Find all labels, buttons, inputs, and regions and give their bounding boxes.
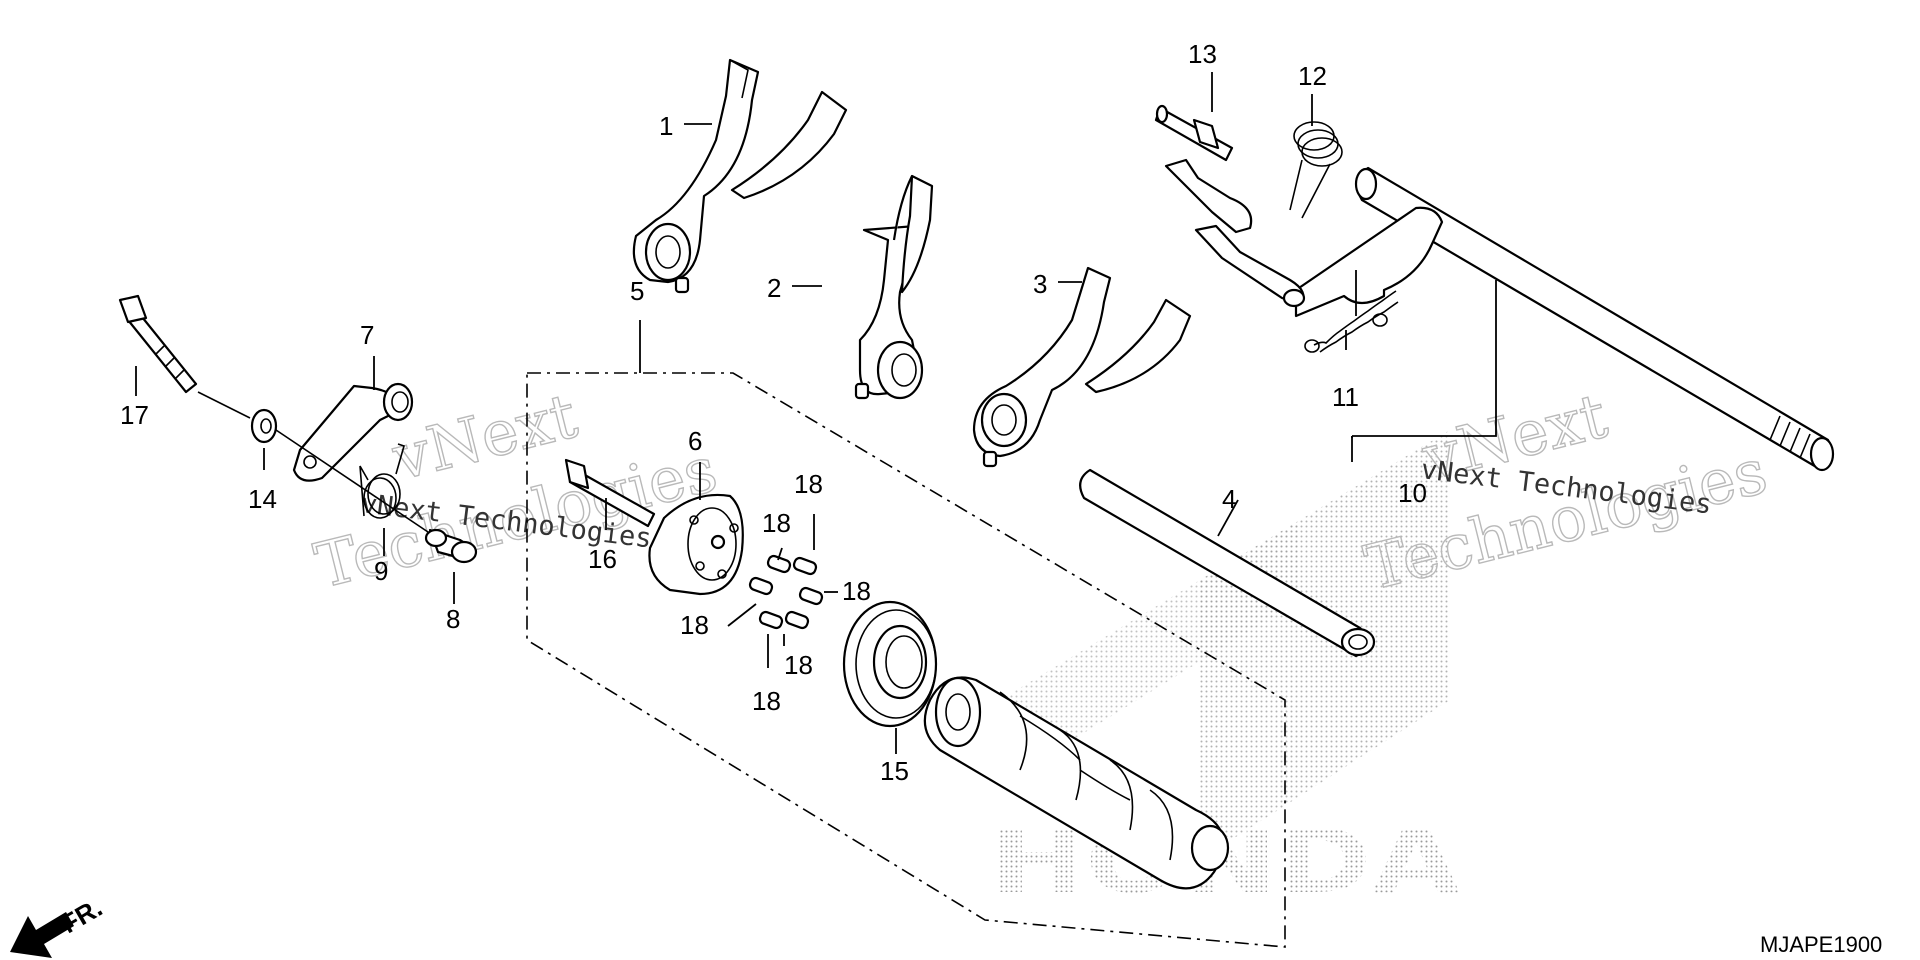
collar-8 (424, 528, 478, 564)
callout-18-b: 18 (762, 508, 791, 538)
callout-1: 1 (659, 111, 673, 141)
fork-shaft-4 (1079, 468, 1376, 658)
front-direction-indicator: FR. (10, 892, 107, 958)
callout-2: 2 (767, 273, 781, 303)
torsion-spring-12 (1289, 121, 1343, 219)
callout-18-e: 18 (784, 650, 813, 680)
callout-16: 16 (588, 544, 617, 574)
callout-labels: 1 2 3 4 5 6 7 8 9 10 11 12 13 14 15 16 1… (120, 39, 1427, 786)
shift-fork-3 (972, 266, 1192, 468)
callout-15: 15 (880, 756, 909, 786)
diagram-code: MJAPE1900 (1760, 932, 1882, 957)
callout-18-f: 18 (752, 686, 781, 716)
callout-13: 13 (1188, 39, 1217, 69)
callout-11: 11 (1332, 382, 1359, 412)
honda-background-mark: HONDA (990, 430, 1460, 913)
alignment-line-14-8 (275, 429, 429, 533)
bolt-13 (1154, 104, 1234, 162)
washer-14 (250, 408, 278, 444)
callout-9: 9 (374, 556, 388, 586)
stopper-spring-9 (359, 443, 405, 519)
callout-18-c: 18 (842, 576, 871, 606)
shift-drum-5 (923, 676, 1230, 890)
stopper-arm-7 (292, 382, 414, 482)
callout-4: 4 (1222, 484, 1236, 514)
gearshift-spindle-10 (1164, 158, 1835, 472)
front-arrow-icon (10, 912, 74, 958)
callout-18-a: 18 (794, 469, 823, 499)
callout-8: 8 (446, 604, 460, 634)
bearing-15 (842, 600, 938, 728)
callout-6: 6 (688, 426, 702, 456)
shift-fork-2 (854, 174, 934, 400)
leader-lines (135, 72, 1497, 754)
assembly-boundary (526, 372, 1286, 948)
callout-18-d: 18 (680, 610, 709, 640)
drum-pins-18 (748, 554, 824, 630)
callout-17: 17 (120, 400, 149, 430)
bolt-17 (118, 294, 198, 394)
bolt-16 (564, 458, 656, 528)
callout-14: 14 (248, 484, 277, 514)
callout-7: 7 (360, 320, 374, 350)
shift-fork-1 (632, 58, 848, 294)
drum-center-6 (648, 493, 744, 596)
callout-12: 12 (1298, 61, 1327, 91)
callout-5: 5 (630, 276, 644, 306)
callout-3: 3 (1033, 269, 1047, 299)
return-spring-11 (1304, 290, 1399, 353)
alignment-line-17-14 (197, 391, 251, 419)
callout-10: 10 (1398, 478, 1427, 508)
